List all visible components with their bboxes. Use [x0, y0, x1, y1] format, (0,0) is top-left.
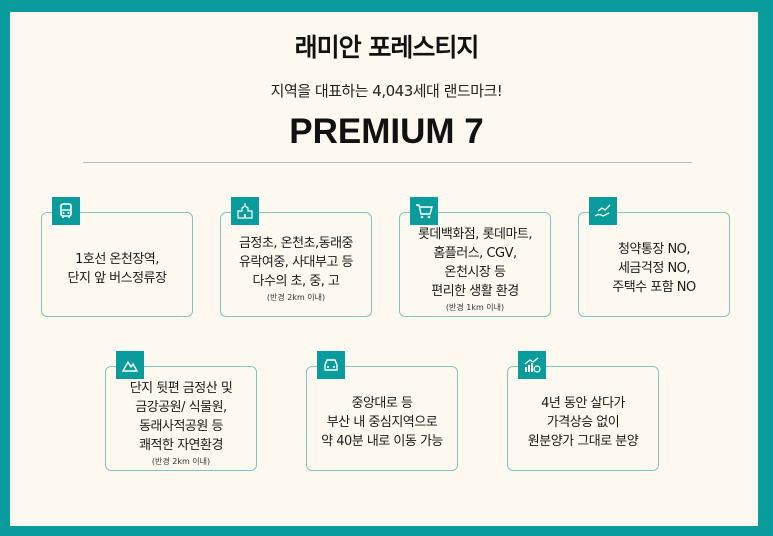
school-icon	[231, 197, 259, 225]
feature-text: 롯데백화점, 롯데마트, 홈플러스, CGV, 온천시장 등 편리한 생활 환경	[417, 226, 533, 299]
feature-text: 단지 뒷편 금정산 및 금강공원/ 식물원, 동래사적공원 등 쾌적한 자연환경	[129, 380, 233, 453]
hand-growth-icon	[589, 197, 617, 225]
car-icon	[317, 351, 345, 379]
feature-card: 4년 동안 살다가 가격상승 없이 원분양가 그대로 분양	[507, 366, 659, 471]
feature-note: (반경 1km 이내)	[445, 302, 505, 312]
feature-card: 금정초, 온천초,동래중 유락여중, 사대부고 등 다수의 초, 중, 고 (반경…	[220, 212, 372, 317]
feature-note: (반경 2km 이내)	[266, 293, 326, 302]
page-title: 래미안 포레스티지	[294, 33, 480, 62]
feature-card: 1호선 온천장역, 단지 앞 버스정류장	[41, 212, 193, 317]
bus-icon	[52, 197, 80, 225]
feature-text: 4년 동안 살다가 가격상승 없이 원분양가 그대로 분양	[527, 396, 639, 449]
mountain-icon	[116, 351, 144, 379]
feature-card: 중앙대로 등 부산 내 중심지역으로 약 40분 내로 이동 가능	[306, 366, 458, 471]
premium-heading: PREMIUM 7	[289, 112, 484, 151]
page-subtitle: 지역을 대표하는 4,043세대 랜드마크!	[270, 82, 503, 100]
shopping-cart-icon	[410, 197, 438, 225]
feature-card: 단지 뒷편 금정산 및 금강공원/ 식물원, 동래사적공원 등 쾌적한 자연환경…	[105, 366, 257, 471]
price-chart-icon	[518, 351, 546, 379]
feature-card: 청약통장 NO, 세금걱정 NO, 주택수 포함 NO	[578, 212, 730, 317]
feature-card: 롯데백화점, 롯데마트, 홈플러스, CGV, 온천시장 등 편리한 생활 환경…	[399, 212, 551, 317]
feature-note: (반경 2km 이내)	[151, 456, 211, 466]
divider	[83, 162, 692, 163]
feature-text: 청약통장 NO, 세금걱정 NO, 주택수 포함 NO	[612, 242, 696, 295]
feature-text: 중앙대로 등 부산 내 중심지역으로 약 40분 내로 이동 가능	[321, 396, 443, 449]
feature-text: 금정초, 온천초,동래중 유락여중, 사대부고 등 다수의 초, 중, 고	[238, 236, 354, 289]
feature-text: 1호선 온천장역, 단지 앞 버스정류장	[67, 251, 167, 286]
